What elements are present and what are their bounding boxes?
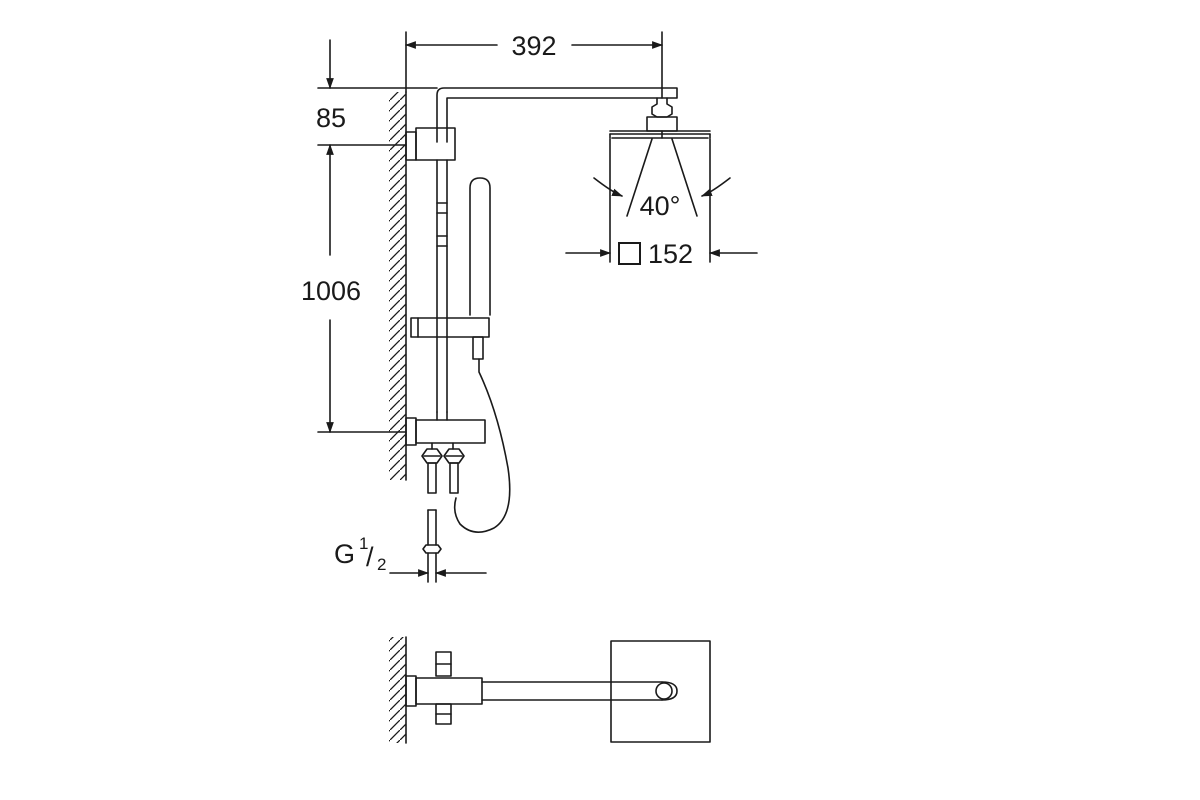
mixer-top-view [405,651,663,725]
thread-slash: / [366,542,374,572]
mixer-body [405,411,486,446]
shower-head-top-view [610,640,711,743]
dimension-392 [404,31,664,99]
square-size-icon [618,242,641,265]
hand-shower [469,177,491,360]
g-half-inch-connector [422,509,442,583]
shower-arm [436,87,678,143]
top-wall-bracket [405,127,456,161]
thread-size-label: G 1 / 2 [334,534,386,574]
dimension-1006 [317,143,407,434]
shower-hose [453,358,511,533]
riser-rail [436,159,448,413]
dimension-85-label: 85 [316,103,346,133]
connection-fittings [421,442,465,494]
rain-shower-head [609,97,711,139]
wall-top-view [389,636,407,744]
dimension-392-label: 392 [511,31,556,61]
spray-angle-indicator [593,138,731,263]
dimension-1006-label: 1006 [301,276,361,306]
thread-denominator: 2 [377,555,386,574]
thread-numerator: 1 [359,534,368,553]
thread-prefix: G [334,539,355,569]
spray-angle-label: 40° [640,191,681,221]
dimension-152-label: 152 [648,239,693,269]
wall-front [389,91,407,481]
dimension-85 [317,39,438,90]
hand-shower-holder [410,317,490,338]
